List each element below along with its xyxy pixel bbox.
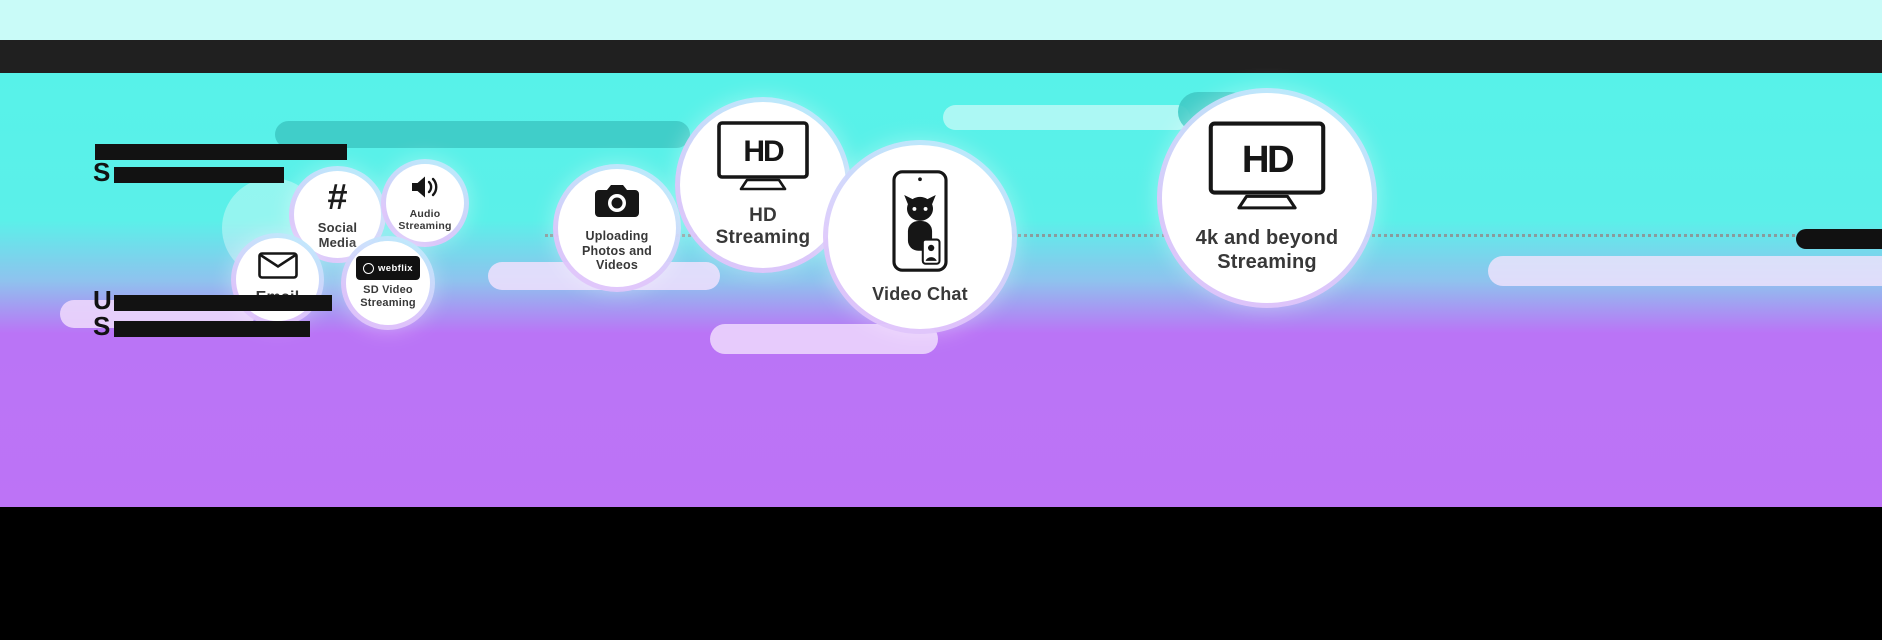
bubble-email: Email [231,233,324,326]
redacted-bar [114,321,310,337]
decor-pill-white [943,105,1190,130]
bubble-hd-streaming: HD HD Streaming [675,97,851,273]
redacted-bar [114,167,284,183]
phone-cat-icon [891,169,949,278]
bubble-audio-streaming: Audio Streaming [381,159,469,247]
bubble-label: Audio Streaming [398,207,452,232]
bubble-label: HD Streaming [715,204,811,248]
bubble-4k-streaming: HD 4k and beyond Streaming [1157,88,1377,308]
redacted-letter: S [93,157,112,187]
decor-pill-teal [275,121,690,148]
bubble-sd-video-streaming: webflix SD Video Streaming [341,236,435,330]
bubble-label: SD Video Streaming [360,284,416,309]
webflix-badge-text: webflix [377,262,413,274]
tv-hd-icon: HD [1208,121,1326,218]
redacted-letter: U [93,285,113,315]
decor-pill-lavender-right [1488,256,1882,286]
bubble-label: Social Media [317,219,358,250]
tv-screen-text: HD [743,135,784,168]
tv-hd-icon: HD [717,120,809,198]
camera-icon [593,183,641,224]
top-light-strip [0,0,1882,40]
top-dark-bar [0,40,1882,73]
redacted-pill-right [1796,229,1882,249]
bubble-video-chat: Video Chat [823,140,1017,334]
hashtag-icon: # [327,175,348,217]
bubble-label: Video Chat [872,283,968,304]
bubble-label: Uploading Photos and Videos [581,228,653,273]
bubble-uploading-photos-videos: Uploading Photos and Videos [553,164,681,292]
redacted-bar [114,295,332,311]
speaker-icon [410,174,440,205]
bottom-black-bar [0,507,1882,640]
tv-screen-text: HD [1242,139,1294,182]
redacted-bar [95,144,347,160]
bubble-label: 4k and beyond Streaming [1195,227,1339,273]
envelope-icon [257,251,298,284]
webflix-logo-circle [362,262,374,274]
webflix-badge-icon: webflix [356,256,420,281]
redacted-letter: S [93,311,112,341]
